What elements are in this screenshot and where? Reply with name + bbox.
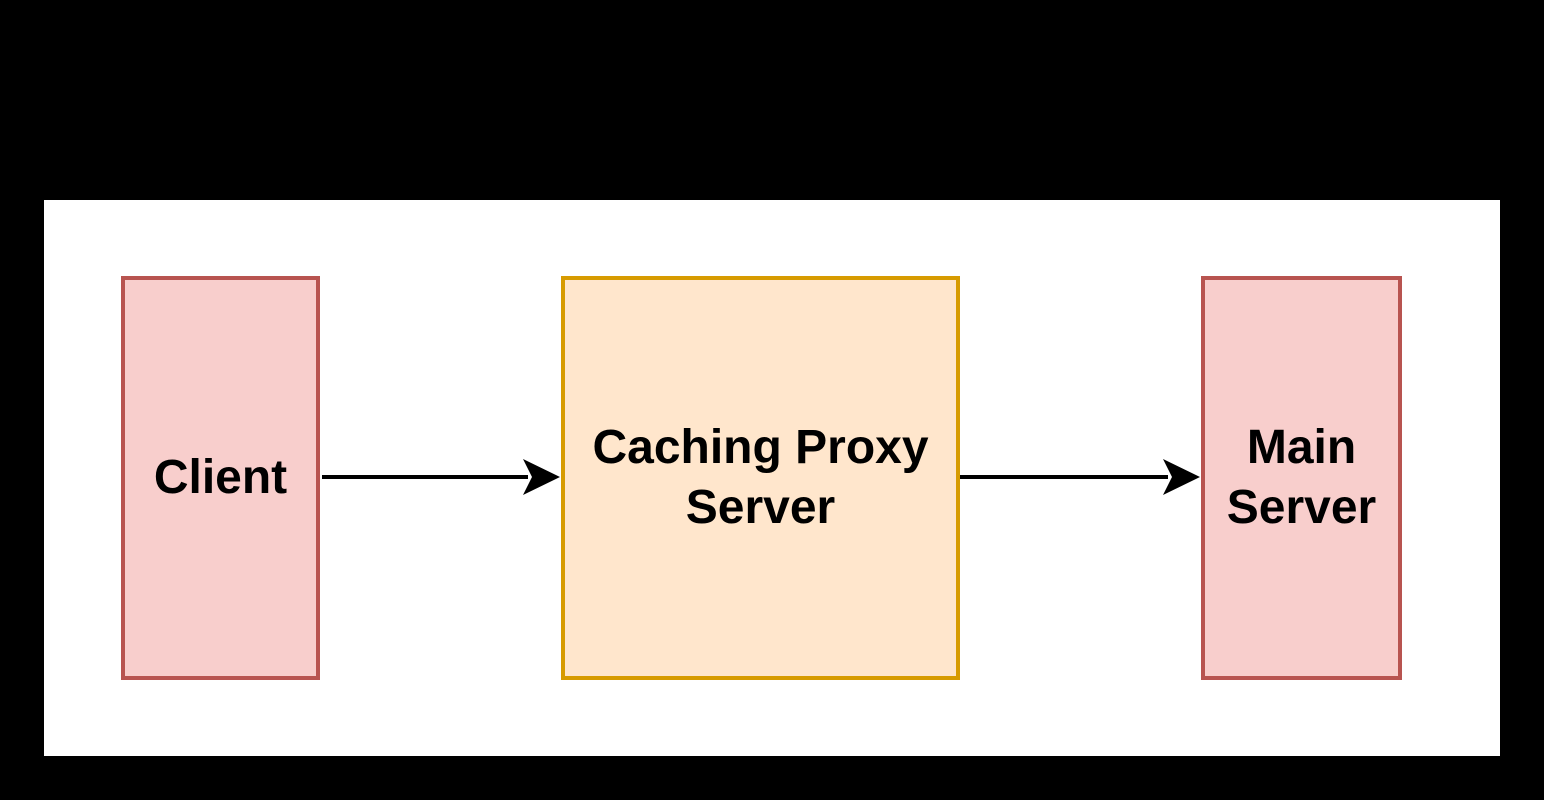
node-main-server-label: Main Server (1226, 421, 1377, 534)
node-client-label: Client (153, 451, 288, 504)
node-main-server[interactable]: Main Server (1201, 276, 1402, 680)
arrow-client-to-proxy (322, 459, 560, 495)
arrowhead-icon (523, 459, 560, 495)
node-caching-proxy-server[interactable]: Caching Proxy Server (561, 276, 960, 680)
arrow-proxy-to-main (960, 459, 1200, 495)
arrowhead-icon (1163, 459, 1200, 495)
node-client[interactable]: Client (121, 276, 320, 680)
diagram-canvas: Client Caching Proxy Server Main Server (44, 200, 1500, 756)
node-caching-proxy-server-label: Caching Proxy Server (592, 421, 929, 534)
